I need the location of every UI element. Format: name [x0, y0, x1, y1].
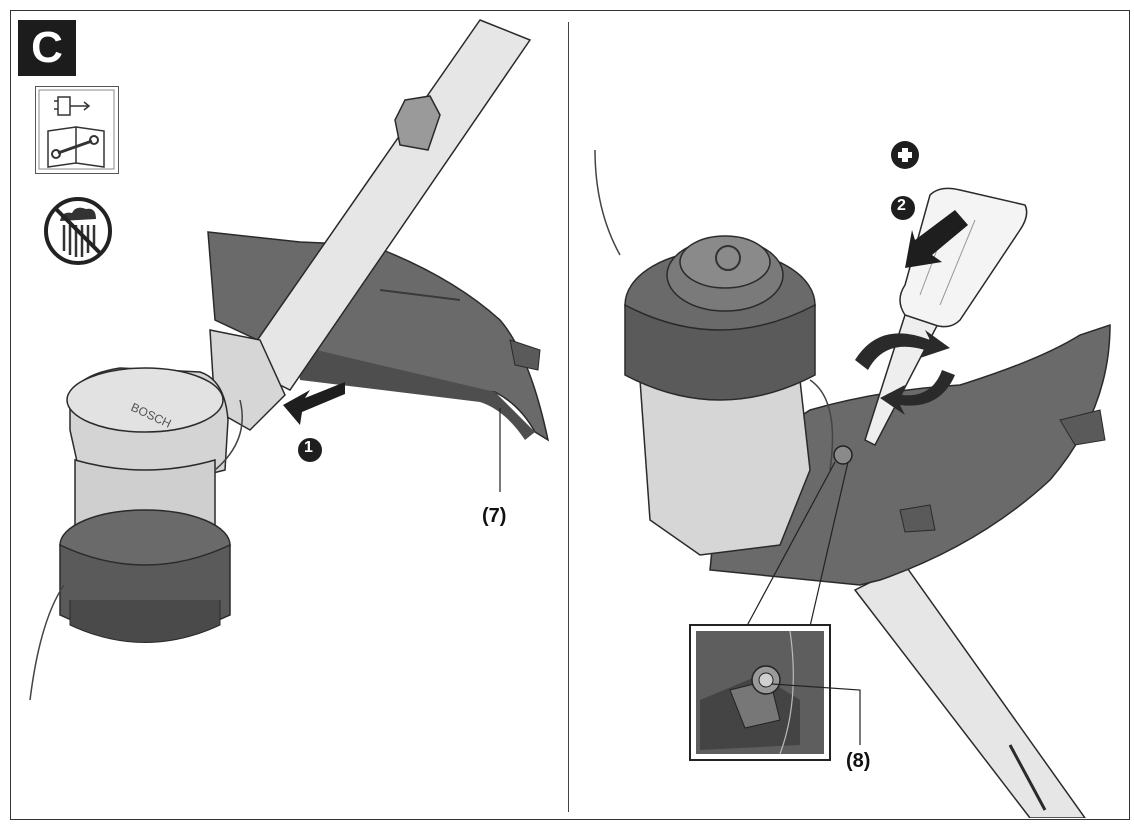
callout-part-7: (7): [482, 505, 506, 528]
step-1-number: 1: [304, 439, 313, 457]
screw-8: [834, 446, 852, 464]
step-2-number: 2: [897, 197, 906, 215]
motor-housing-right: [595, 150, 833, 555]
inset-detail: [690, 625, 860, 760]
trimmer-shaft-right: [855, 565, 1085, 818]
callout-part-8: (8): [846, 750, 870, 773]
plus-icon: [891, 141, 919, 169]
line-spool: [30, 510, 230, 700]
arrow-step-1: [283, 382, 345, 462]
